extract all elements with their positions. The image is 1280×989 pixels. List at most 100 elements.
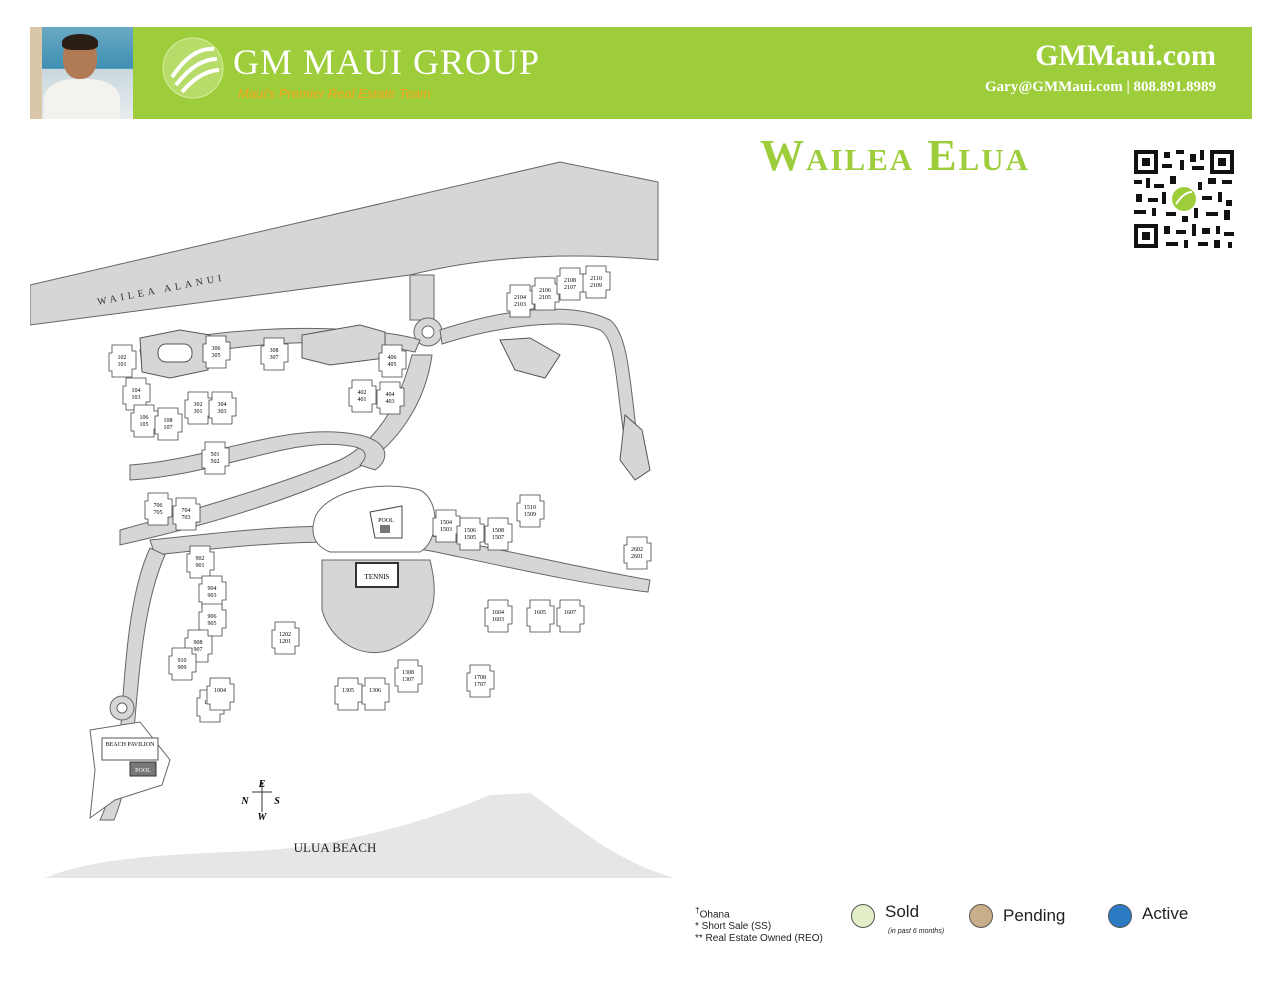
unit-number-top: 1305: [342, 688, 354, 694]
unit-number-bottom: 105: [140, 422, 149, 428]
unit-number-top: 2104: [514, 295, 526, 301]
unit-number-bottom: 401: [358, 397, 367, 403]
unit-number-top: 2602: [631, 547, 643, 553]
unit-number-top: 704: [182, 508, 191, 514]
website-link[interactable]: GMMaui.com: [1035, 39, 1216, 72]
unit-number-bottom: 905: [208, 621, 217, 627]
unit-number-top: 306: [212, 346, 221, 352]
svg-text:W: W: [258, 812, 268, 823]
unit-number-bottom: 103: [132, 395, 141, 401]
contact-info[interactable]: Gary@GMMaui.com | 808.891.8989: [985, 79, 1216, 95]
unit-number-top: 1306: [369, 688, 381, 694]
unit-number-top: 406: [388, 355, 397, 361]
compass-icon: E N S W: [240, 779, 280, 823]
unit-building-1306[interactable]: 1306: [361, 677, 390, 711]
property-site-map: WAILEA ALANUI TENNIS POOL BEACH PAVILION…: [30, 161, 675, 878]
legend-sold: Sold: [851, 902, 920, 928]
unit-building-1607[interactable]: 1607: [556, 599, 585, 633]
unit-number-bottom: 305: [212, 353, 221, 359]
qr-code-icon[interactable]: [1132, 148, 1236, 250]
unit-buildings: 1021011041031061051081073023013043033063…: [108, 265, 652, 723]
note-short-sale: * Short Sale (SS): [695, 921, 772, 933]
unit-number-bottom: 307: [270, 355, 279, 361]
tennis-area: [321, 559, 435, 654]
svg-text:E: E: [258, 779, 266, 790]
unit-number-top: 1506: [464, 528, 476, 534]
active-dot-icon: [1108, 904, 1132, 928]
unit-building-1004[interactable]: 1004: [206, 677, 235, 711]
pool-label: POOL: [378, 518, 394, 524]
unit-number-bottom: 1503: [440, 527, 452, 533]
unit-number-top: 102: [118, 355, 127, 361]
legend-notes: †Ohana * Short Sale (SS) ** Real Estate …: [695, 904, 823, 945]
unit-number-top: 106: [140, 415, 149, 421]
unit-number-bottom: 405: [388, 362, 397, 368]
unit-number-top: 1504: [440, 520, 452, 526]
unit-number-bottom: 705: [154, 510, 163, 516]
unit-number-top: 2110: [590, 276, 602, 282]
unit-number-top: 501: [211, 452, 220, 458]
unit-number-top: 1308: [402, 670, 414, 676]
unit-number-top: 304: [218, 402, 227, 408]
unit-number-bottom: 2107: [564, 285, 576, 291]
unit-building-1305[interactable]: 1305: [334, 677, 363, 711]
page-title: Wailea Elua: [760, 131, 1030, 180]
legend-active: Active: [1108, 904, 1188, 928]
unit-number-bottom: 2105: [539, 295, 551, 301]
unit-number-bottom: 303: [218, 409, 227, 415]
east-road: [439, 308, 641, 461]
legend-sold-label: Sold: [885, 902, 920, 921]
brand-name: GM MAUI GROUP: [233, 42, 541, 82]
unit-number-top: 902: [196, 556, 205, 562]
beach-pool-label: POOL: [135, 768, 151, 774]
beach-label: ULUA BEACH: [294, 840, 377, 855]
unit-number-top: 706: [154, 503, 163, 509]
unit-number-top: 1604: [492, 610, 504, 616]
unit-number-bottom: 301: [194, 409, 203, 415]
legend-sold-sublabel: (in past 6 months): [888, 928, 945, 935]
unit-number-bottom: 901: [196, 563, 205, 569]
west-road: [99, 547, 166, 821]
unit-building-1605[interactable]: 1605: [526, 599, 555, 633]
loop-road-north: [129, 431, 386, 481]
legend-pending: Pending: [969, 904, 1065, 928]
legend-pending-label: Pending: [1003, 906, 1066, 925]
unit-number-top: 108: [164, 418, 173, 424]
unit-number-top: 1004: [214, 688, 226, 694]
pavilion-label: BEACH PAVILION: [106, 742, 156, 748]
building-east-block: [499, 337, 561, 379]
unit-number-top: 1202: [279, 632, 291, 638]
wailea-alanui-road: [30, 161, 659, 326]
